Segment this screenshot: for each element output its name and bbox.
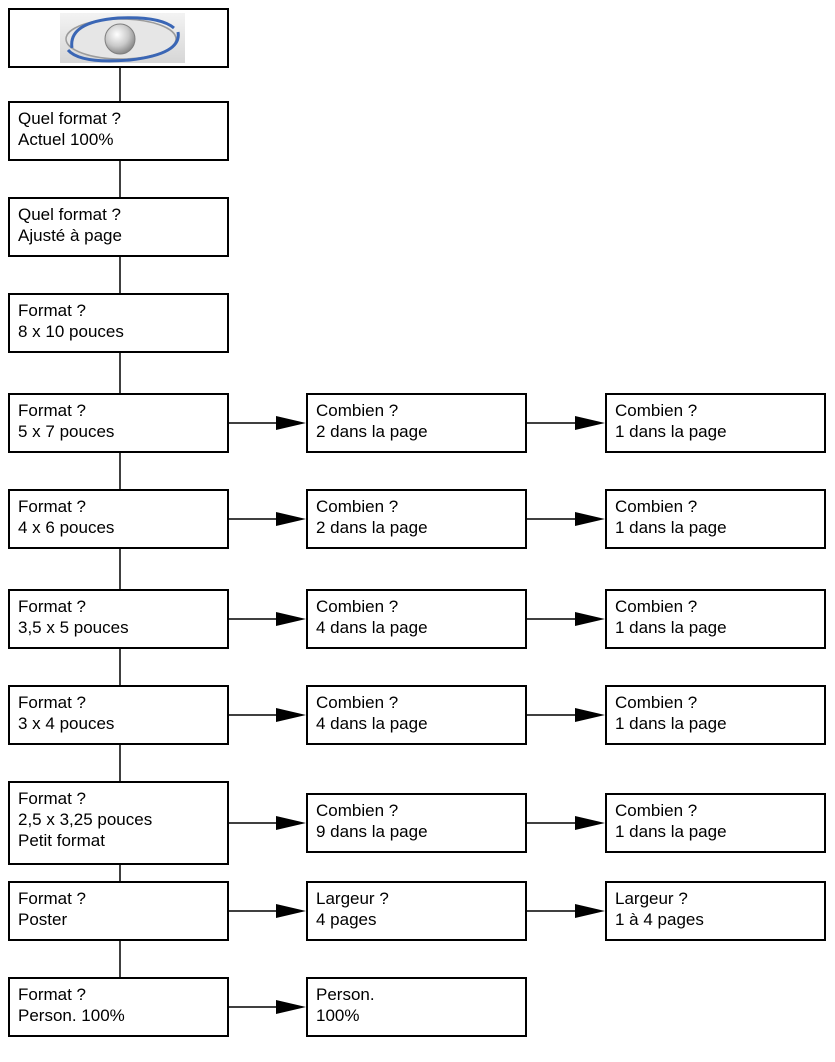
arrow-head: [575, 416, 605, 430]
node-text-line: Combien ?: [316, 497, 399, 516]
option-node: Combien ? 1 dans la page: [605, 685, 826, 745]
format-node: Format ? 8 x 10 pouces: [8, 293, 229, 353]
option-node: Combien ? 2 dans la page: [306, 393, 527, 453]
node-text-line: 1 dans la page: [615, 422, 727, 441]
node-text-line: 2 dans la page: [316, 518, 428, 537]
node-text-line: Combien ?: [316, 801, 399, 820]
node-text-line: 5 x 7 pouces: [18, 422, 115, 441]
node-text-line: Poster: [18, 910, 68, 929]
node-text-line: Format ?: [18, 889, 87, 908]
format-node: Format ? Poster: [8, 881, 229, 941]
node-text-line: 8 x 10 pouces: [18, 322, 124, 341]
node-text-line: Largeur ?: [615, 889, 688, 908]
node-text-line: Format ?: [18, 985, 87, 1004]
node-text-line: 3,5 x 5 pouces: [18, 618, 129, 637]
arrow-head: [575, 512, 605, 526]
node-text-line: Combien ?: [316, 693, 399, 712]
format-node: Format ? 4 x 6 pouces: [8, 489, 229, 549]
node-text-line: 1 dans la page: [615, 714, 727, 733]
arrow-head: [575, 612, 605, 626]
node-text-line: Format ?: [18, 789, 87, 808]
arrow-head: [276, 416, 306, 430]
option-node: Largeur ? 4 pages: [306, 881, 527, 941]
format-node: Format ? Person. 100%: [8, 977, 229, 1037]
arrow-head: [276, 816, 306, 830]
node-text-line: Combien ?: [615, 497, 698, 516]
node-text-line: 1 à 4 pages: [615, 910, 704, 929]
start-node: [8, 8, 229, 68]
node-text-line: 1 dans la page: [615, 822, 727, 841]
option-node: Person. 100%: [306, 977, 527, 1037]
node-text-line: Combien ?: [615, 597, 698, 616]
format-node: Format ? 5 x 7 pouces: [8, 393, 229, 453]
node-text-line: Format ?: [18, 597, 87, 616]
node-text-line: Combien ?: [316, 597, 399, 616]
arrow-head: [276, 904, 306, 918]
arrow-head: [276, 1000, 306, 1014]
node-text-line: Combien ?: [316, 401, 399, 420]
arrow-head: [276, 612, 306, 626]
node-text-line: 4 dans la page: [316, 714, 428, 733]
node-text-line: Person. 100%: [18, 1006, 125, 1025]
node-text-line: 2,5 x 3,25 pouces: [18, 810, 153, 829]
node-text-line: Largeur ?: [316, 889, 389, 908]
node-text-line: Format ?: [18, 497, 87, 516]
node-text-line: Combien ?: [615, 801, 698, 820]
node-text-line: 100%: [316, 1006, 360, 1025]
arrow-head: [276, 708, 306, 722]
node-text-line: 4 x 6 pouces: [18, 518, 115, 537]
node-text-line: Format ?: [18, 301, 87, 320]
option-node: Combien ? 9 dans la page: [306, 793, 527, 853]
arrow-head: [575, 816, 605, 830]
node-text-line: 1 dans la page: [615, 518, 727, 537]
format-node: Quel format ? Ajusté à page: [8, 197, 229, 257]
format-node: Format ? 3,5 x 5 pouces: [8, 589, 229, 649]
node-text-line: Quel format ?: [18, 109, 121, 128]
arrow-head: [575, 708, 605, 722]
node-text-line: Format ?: [18, 693, 87, 712]
node-text-line: Petit format: [18, 831, 105, 850]
option-node: Combien ? 2 dans la page: [306, 489, 527, 549]
option-node: Combien ? 1 dans la page: [605, 793, 826, 853]
node-text-line: Format ?: [18, 401, 87, 420]
arrow-head: [276, 512, 306, 526]
node-text-line: 2 dans la page: [316, 422, 428, 441]
node-text-line: 9 dans la page: [316, 822, 428, 841]
node-text-line: 4 dans la page: [316, 618, 428, 637]
node-text-line: Actuel 100%: [18, 130, 114, 149]
node-text-line: 1 dans la page: [615, 618, 727, 637]
option-node: Combien ? 4 dans la page: [306, 589, 527, 649]
option-node: Combien ? 1 dans la page: [605, 393, 826, 453]
node-text-line: Combien ?: [615, 401, 698, 420]
format-node: Quel format ? Actuel 100%: [8, 101, 229, 161]
node-text-line: 4 pages: [316, 910, 377, 929]
node-text-line: Combien ?: [615, 693, 698, 712]
oval-button-icon: [60, 13, 185, 63]
node-text-line: Ajusté à page: [18, 226, 122, 245]
node-text-line: 3 x 4 pouces: [18, 714, 115, 733]
option-node: Largeur ? 1 à 4 pages: [605, 881, 826, 941]
format-node: Format ? 3 x 4 pouces: [8, 685, 229, 745]
option-node: Combien ? 4 dans la page: [306, 685, 527, 745]
option-node: Combien ? 1 dans la page: [605, 489, 826, 549]
option-node: Combien ? 1 dans la page: [605, 589, 826, 649]
arrow-head: [575, 904, 605, 918]
node-text-line: Person.: [316, 985, 375, 1004]
node-text-line: Quel format ?: [18, 205, 121, 224]
